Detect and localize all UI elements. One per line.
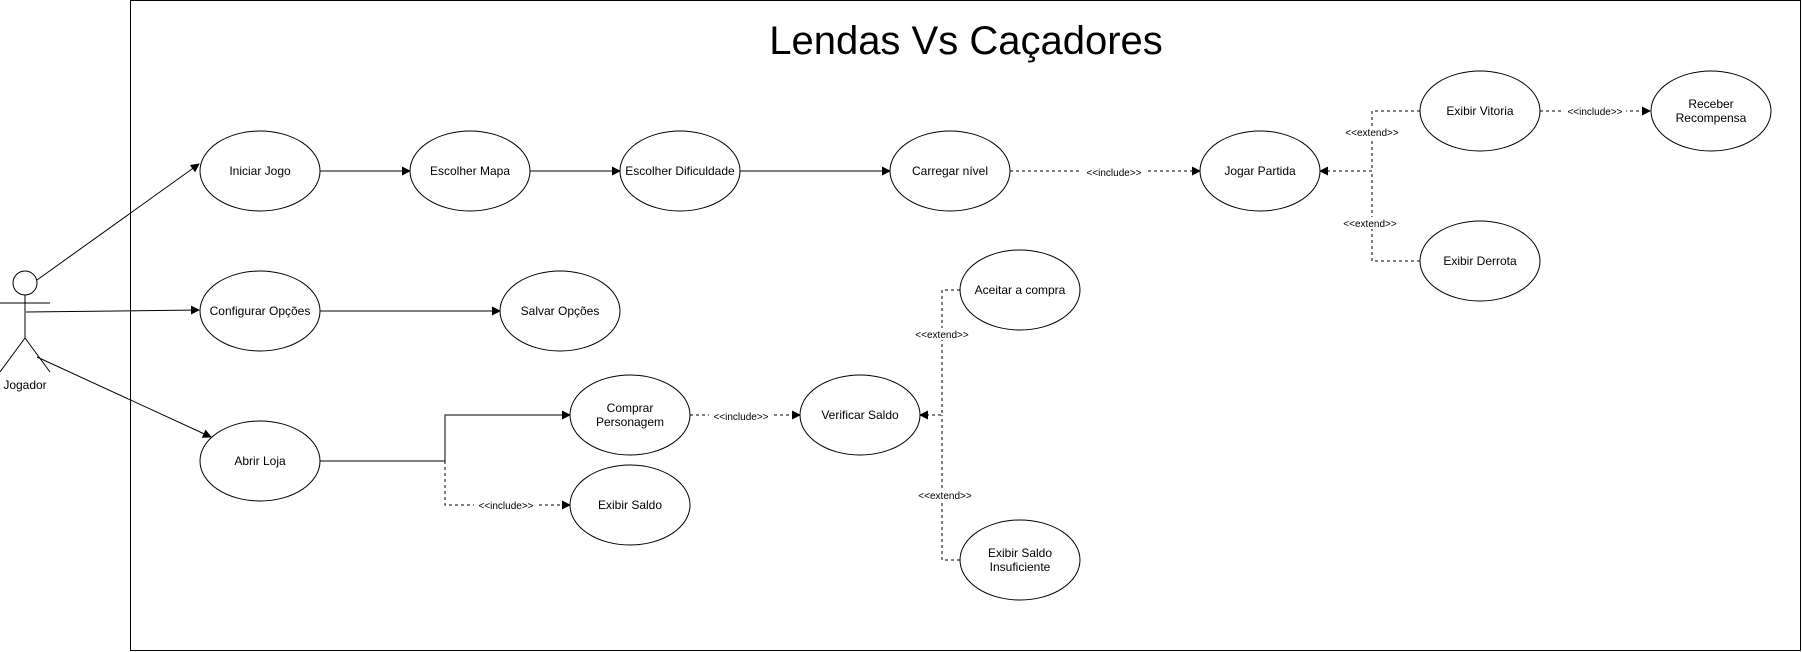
use-case-shape (889, 130, 1011, 212)
use-case-exibir-vitoria[interactable]: Exibir Vitoria (1419, 70, 1541, 152)
actor-jogador[interactable]: Jogador (0, 270, 51, 392)
stereotype-label-bg (474, 499, 538, 511)
relation-labels: <<include>> <<extend>> <<extend>> <<incl… (474, 105, 1626, 512)
extend-line-aceitar-compra (919, 289, 960, 420)
use-case-label-line-1: Receber (1688, 97, 1733, 111)
use-case-carregar-nivel[interactable]: Carregar nível (889, 130, 1011, 212)
use-case-exibir-derrota[interactable]: Exibir Derrota (1419, 220, 1541, 302)
extend-line-exibir-saldo-insuficiente (941, 415, 960, 561)
use-case-shape (569, 374, 691, 456)
use-case-label: Escolher Dificuldade (625, 164, 735, 178)
stereotype-label-extend: <<extend>> (918, 491, 972, 502)
use-case-shape (1419, 220, 1541, 302)
use-case-escolher-dificuldade[interactable]: Escolher Dificuldade (619, 130, 741, 212)
use-case-shape (199, 420, 321, 502)
actor-left-leg (0, 337, 26, 373)
use-case-label: Configurar Opções (210, 304, 311, 318)
use-case-label: Exibir Derrota (1443, 254, 1517, 268)
actor-right-leg (24, 337, 51, 373)
relations (25, 106, 1651, 561)
use-case-label: Exibir Vitoria (1446, 104, 1513, 118)
stereotype-label-bg (910, 328, 974, 340)
use-case-label: Salvar Opções (521, 304, 600, 318)
system-boundary (130, 0, 1801, 651)
use-case-comprar-personagem[interactable]: Comprar Personagem (569, 374, 691, 456)
use-case-label: Jogar Partida (1224, 164, 1296, 178)
stereotype-label-include: <<include>> (478, 501, 533, 512)
association-line-iniciar-jogo (36, 163, 200, 281)
use-case-shape (1199, 130, 1321, 212)
stereotype-label-extend: <<extend>> (1343, 219, 1397, 230)
use-case-label-line-2: Recompensa (1676, 111, 1747, 125)
use-case-shape (959, 249, 1081, 331)
use-case-shape (569, 464, 691, 546)
stereotype-label-bg (913, 489, 977, 501)
use-case-iniciar-jogo[interactable]: Iniciar Jogo (199, 130, 321, 212)
use-case-shape (199, 130, 321, 212)
use-case-abrir-loja[interactable]: Abrir Loja (199, 420, 321, 502)
use-case-salvar-opcoes[interactable]: Salvar Opções (499, 270, 621, 352)
use-case-label: Abrir Loja (234, 454, 286, 468)
use-case-shape (959, 519, 1081, 601)
use-case-receber-recompensa[interactable]: Receber Recompensa (1650, 70, 1772, 152)
use-case-configurar-opcoes[interactable]: Configurar Opções (199, 270, 321, 352)
use-case-label: Carregar nível (912, 164, 988, 178)
stereotype-label-include: <<include>> (1567, 107, 1622, 118)
stereotype-label-bg (1340, 126, 1404, 138)
use-case-shape (409, 130, 531, 212)
extend-line-exibir-derrota (1371, 171, 1420, 262)
extend-line-exibir-vitoria (1319, 110, 1420, 176)
use-case-exibir-saldo-insuficiente[interactable]: Exibir Saldo Insuficiente (959, 519, 1081, 601)
use-case-label: Escolher Mapa (430, 164, 510, 178)
use-case-label-line-1: Comprar (607, 401, 654, 415)
stereotype-label-bg (1338, 217, 1402, 229)
use-case-shape (199, 270, 321, 352)
use-case-label: Aceitar a compra (975, 283, 1066, 297)
use-case-verificar-saldo[interactable]: Verificar Saldo (799, 374, 921, 456)
use-case-shape (619, 130, 741, 212)
diagram-title: Lendas Vs Caçadores (769, 19, 1163, 63)
use-case-escolher-mapa[interactable]: Escolher Mapa (409, 130, 531, 212)
use-case-label-line-2: Personagem (596, 415, 664, 429)
actor-head (12, 270, 38, 296)
use-case-label: Verificar Saldo (821, 408, 899, 422)
stereotype-label-bg (1082, 166, 1146, 178)
use-case-aceitar-compra[interactable]: Aceitar a compra (959, 249, 1081, 331)
stereotype-label-bg (1564, 105, 1626, 117)
include-line-exibir-saldo (444, 461, 571, 510)
stereotype-label-bg (709, 410, 773, 422)
association-line-abrir-loja (36, 356, 212, 438)
use-case-shape (1650, 70, 1772, 152)
use-case-shape (1419, 70, 1541, 152)
use-case-jogar-partida[interactable]: Jogar Partida (1199, 130, 1321, 212)
stereotype-label-extend: <<extend>> (1345, 128, 1399, 139)
use-case-label-line-2: Insuficiente (990, 560, 1051, 574)
use-case-exibir-saldo[interactable]: Exibir Saldo (569, 464, 691, 546)
use-case-label-line-1: Exibir Saldo (988, 546, 1052, 560)
stereotype-label-extend: <<extend>> (915, 330, 969, 341)
stereotype-label-include: <<include>> (1086, 168, 1141, 179)
use-case-label: Exibir Saldo (598, 498, 662, 512)
use-case-shape (799, 374, 921, 456)
stereotype-label-include: <<include>> (713, 412, 768, 423)
use-case-label: Iniciar Jogo (229, 164, 291, 178)
use-case-shape (499, 270, 621, 352)
flow-line-comprar-personagem (320, 410, 571, 462)
actor-label: Jogador (3, 378, 46, 392)
association-line-configurar-opcoes (25, 305, 200, 315)
